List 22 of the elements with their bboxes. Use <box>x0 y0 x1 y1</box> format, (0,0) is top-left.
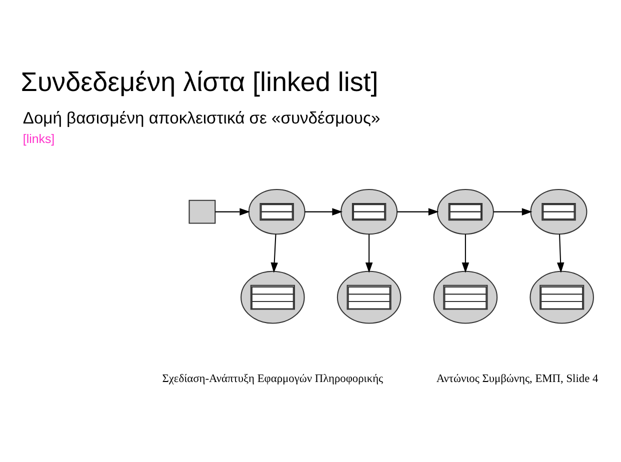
label: [links] <box>22 131 55 146</box>
node-box <box>188 199 216 224</box>
label: Σχεδίαση-Ανάπτυξη Εφαρμογών Πληροφορικής <box>162 372 384 385</box>
arrow <box>397 208 439 215</box>
node-ellipse <box>433 270 498 324</box>
arrow <box>215 208 250 215</box>
node-ellipse <box>340 188 398 234</box>
node-ellipse <box>248 188 306 234</box>
node-ellipse <box>530 270 594 324</box>
arrow <box>365 234 373 272</box>
arrow <box>494 208 532 215</box>
arrow <box>462 234 470 272</box>
label: Δομή βασισμένη αποκλειστικά σε «συνδέσμους» <box>22 108 380 127</box>
node-ellipse <box>530 188 588 234</box>
diagram-title: Συνδεδεμένη λίστα [linked list] <box>20 66 378 96</box>
arrow <box>556 234 564 272</box>
label: Αντώνιος Συμβώνης, ΕΜΠ, Slide 4 <box>436 372 598 385</box>
node-ellipse <box>240 270 305 324</box>
arrow <box>304 208 343 215</box>
node-ellipse <box>336 270 402 324</box>
arrow <box>270 234 278 272</box>
node-ellipse <box>436 188 494 234</box>
